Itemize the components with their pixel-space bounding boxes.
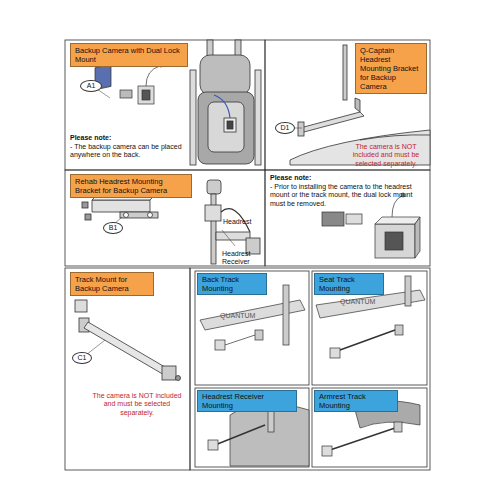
node-text: Q-Captain Headrest Mounting Bracket for …: [360, 46, 422, 91]
node-text: Rehab Headrest Mounting Bracket for Back…: [75, 177, 187, 195]
section-header: Back Track Mounting: [197, 273, 267, 295]
track-mount: [75, 300, 181, 381]
warning-note: The camera is NOT included and must be s…: [92, 392, 182, 417]
note-text: QUANTUM: [220, 312, 260, 320]
note-text: - Prior to installing the camera to the …: [270, 183, 425, 208]
node-text: Track Mount for Backup Camera: [75, 275, 149, 293]
node-text: C1: [75, 354, 89, 362]
node-text: Seat Track Mounting: [319, 275, 379, 293]
note-text: Please note:: [70, 134, 170, 142]
node-text: Armrest Track Mounting: [319, 392, 393, 410]
note-text: Please note:: [270, 174, 420, 182]
node-text: B1: [106, 224, 120, 232]
section-header: Seat Track Mounting: [314, 273, 384, 295]
node-text: D1: [278, 124, 292, 132]
note-text: QUANTUM: [340, 298, 380, 306]
note-text: Headrest: [223, 218, 263, 226]
node-text: Back Track Mounting: [202, 275, 262, 293]
section-header: Backup Camera with Dual Lock Mount: [70, 43, 188, 67]
section-header: Q-Captain Headrest Mounting Bracket for …: [355, 43, 427, 94]
section-header: Rehab Headrest Mounting Bracket for Back…: [70, 174, 192, 198]
camera-dual-lock: [322, 193, 420, 258]
callout-number: A1: [80, 80, 102, 92]
callout-number: D1: [275, 122, 295, 134]
note-text: Headrest Receiver: [222, 250, 266, 267]
node-text: Backup Camera with Dual Lock Mount: [75, 46, 183, 64]
section-header: Armrest Track Mounting: [314, 390, 398, 412]
section-header: Track Mount for Backup Camera: [70, 272, 154, 296]
callout-number: C1: [72, 352, 92, 364]
callout-number: B1: [103, 222, 123, 234]
node-text: Headrest Receiver Mounting: [202, 392, 292, 410]
warning-note: The camera is NOT included and must be s…: [344, 143, 428, 168]
seat-back: [190, 40, 261, 165]
section-header: Headrest Receiver Mounting: [197, 390, 297, 412]
panel-frames: [65, 40, 430, 470]
node-text: A1: [83, 82, 99, 90]
camera-parts: [95, 63, 163, 104]
note-text: - The backup camera can be placed anywhe…: [70, 143, 182, 160]
